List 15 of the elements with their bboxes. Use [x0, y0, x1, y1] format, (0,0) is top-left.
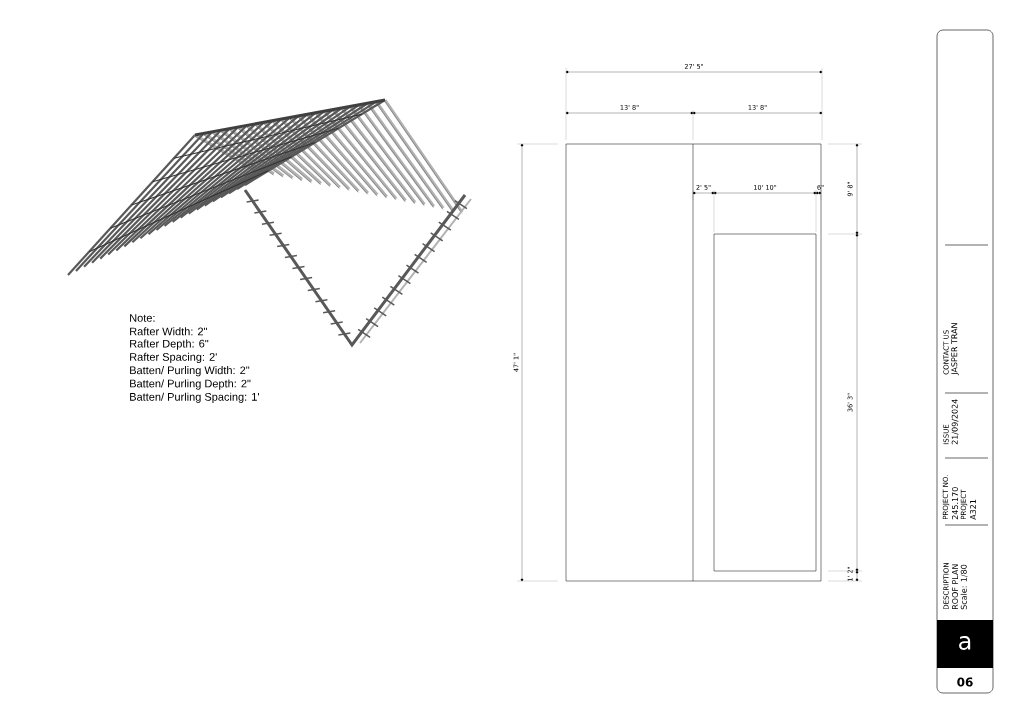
sheet-letter: a — [937, 620, 993, 668]
note-text: Rafter Spacing: 2' — [130, 352, 217, 364]
title-block-text: Scale: 1/80 — [960, 564, 968, 610]
note-text: Rafter Width: 2" — [130, 327, 207, 336]
note-text: Rafter Depth: 6" — [130, 339, 209, 350]
title-block-text: 21/09/2024 — [951, 399, 959, 445]
sheet-number: 06 — [957, 677, 973, 687]
note-text: Batten/ Purling Spacing: 1' — [130, 392, 259, 403]
title-block-text: ROOF PLAN — [952, 564, 959, 609]
title-block-text: JASPER TRAN — [951, 323, 959, 376]
note-text: Note: — [130, 314, 155, 322]
note-text: Batten/ Purling Width: 2" — [130, 366, 250, 377]
title-block-text: A321 — [970, 499, 977, 520]
title-block-text: 245.170 — [952, 487, 959, 520]
note-text: Batten/ Purling Depth: 2" — [130, 379, 251, 390]
